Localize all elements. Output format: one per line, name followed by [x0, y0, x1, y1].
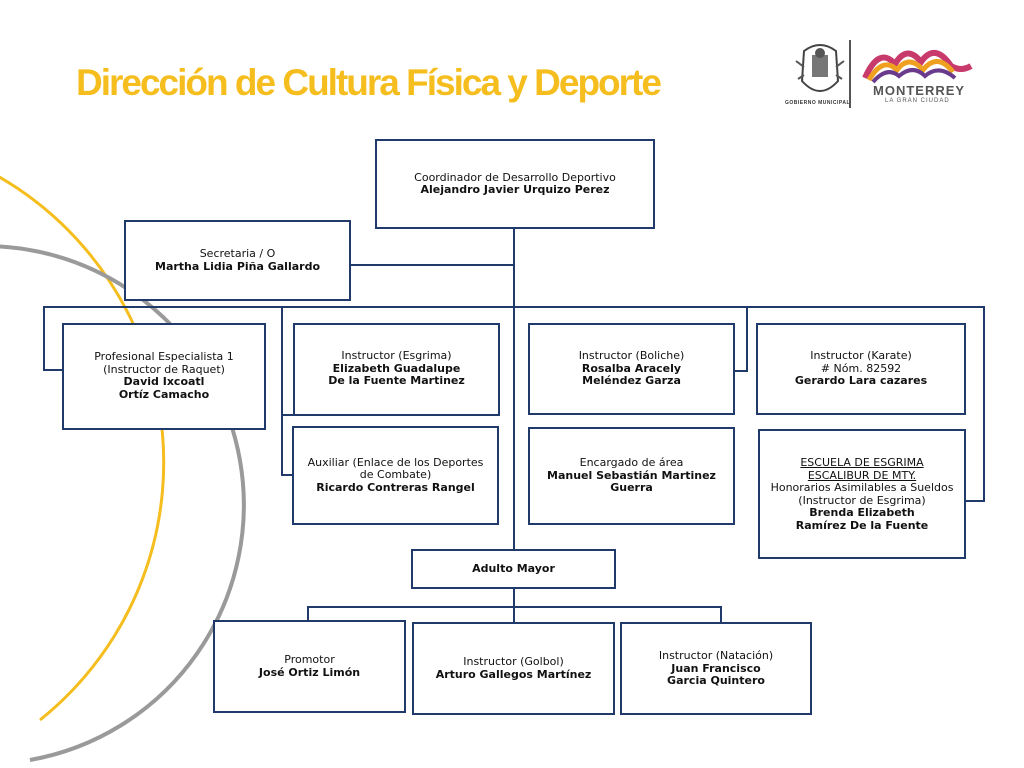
natacion-name-2: Garcia Quintero	[667, 674, 765, 687]
right-drop	[983, 306, 985, 502]
coordinador-box: Coordinador de Desarrollo Deportivo Alej…	[375, 139, 655, 229]
escuela-line-3: Honorarios Asimilables a Sueldos	[770, 481, 954, 494]
col4-stub	[735, 370, 748, 372]
secretaria-box: Secretaria / O Martha Lidia Piña Gallard…	[124, 220, 351, 301]
col2-stub-top	[281, 414, 293, 416]
escuela-box: ESCUELA DE ESGRIMA ESCALIBUR DE MTY. Hon…	[758, 429, 966, 559]
boliche-name-1: Rosalba Aracely	[581, 361, 682, 375]
gray-arc	[0, 244, 246, 762]
escuela-name-2: Ramírez De la Fuente	[795, 518, 929, 532]
adulto-down	[513, 588, 515, 608]
encargado-name: Manuel Sebastián Martinez Guerra	[547, 468, 716, 495]
raquet-role-2: (Instructor de Raquet)	[103, 362, 225, 376]
col4-drop	[746, 306, 748, 372]
city-name: MONTERREY	[873, 83, 966, 98]
auxiliar-name: Ricardo Contreras Rangel	[316, 480, 475, 494]
secretaria-role: Secretaria / O	[199, 247, 276, 260]
esgrima-name-2: De la Fuente Martinez	[328, 374, 465, 387]
esgrima-box: Instructor (Esgrima) Elizabeth Guadalupe…	[293, 323, 500, 416]
raquet-role-1: Profesional Especialista 1	[94, 350, 234, 363]
natacion-box: Instructor (Natación) Juan Francisco Gar…	[620, 622, 812, 715]
natacion-role: Instructor (Natación)	[658, 649, 774, 662]
right-stub	[966, 500, 985, 502]
encargado-box: Encargado de área Manuel Sebastián Marti…	[528, 427, 735, 525]
coat-of-arms-icon	[795, 44, 845, 92]
coordinador-name: Alejandro Javier Urquizo Perez	[420, 183, 610, 196]
secretaria-link	[351, 264, 514, 266]
esgrima-name-1: Elizabeth Guadalupe	[332, 361, 461, 375]
escuela-line-4: (Instructor de Esgrima)	[798, 493, 926, 507]
promotor-name: José Ortiz Limón	[258, 665, 361, 679]
esgrima-role: Instructor (Esgrima)	[341, 349, 452, 362]
gobierno-label: GOBIERNO MUNICIPAL	[785, 100, 851, 106]
natacion-name-1: Juan Francisco	[671, 661, 761, 675]
karate-role: Instructor (Karate)	[810, 349, 912, 362]
escuela-line-1: ESCUELA DE ESGRIMA	[800, 456, 924, 469]
city-tagline: LA GRAN CIUDAD	[885, 98, 950, 104]
monterrey-logo-icon	[862, 50, 973, 84]
boliche-role: Instructor (Boliche)	[578, 349, 685, 362]
adulto-mayor-box: Adulto Mayor	[411, 549, 616, 589]
promotor-box: Promotor José Ortiz Limón	[213, 620, 406, 713]
escuela-line-2: ESCALIBUR DE MTY.	[807, 468, 917, 482]
karate-box: Instructor (Karate) # Nóm. 82592 Gerardo…	[756, 323, 966, 415]
boliche-box: Instructor (Boliche) Rosalba Aracely Mel…	[528, 323, 735, 415]
col2-stub-bottom	[281, 474, 293, 476]
page-title: Dirección de Cultura Física y Deporte	[76, 62, 662, 103]
karate-name-1: # Nóm. 82592	[820, 361, 902, 375]
raquet-name-1: David Ixcoatl	[123, 375, 205, 388]
adulto-mayor-label: Adulto Mayor	[472, 561, 555, 575]
golbol-box: Instructor (Golbol) Arturo Gallegos Mart…	[412, 622, 615, 715]
auxiliar-box: Auxiliar (Enlace de los Deportes de Comb…	[292, 426, 499, 525]
bottom-drop-left	[307, 606, 309, 620]
auxiliar-role-2: de Combate)	[359, 468, 432, 482]
logo-area: GOBIERNO MUNICIPAL MONTERREY LA GRAN CIU…	[785, 38, 985, 113]
encargado-role: Encargado de área	[579, 456, 684, 470]
escuela-name-1: Brenda Elizabeth	[809, 506, 915, 519]
golbol-name: Arturo Gallegos Martínez	[435, 667, 592, 681]
secretaria-name: Martha Lidia Piña Gallardo	[155, 259, 320, 273]
golbol-role: Instructor (Golbol)	[463, 655, 564, 668]
coordinador-role: Coordinador de Desarrollo Deportivo	[414, 170, 616, 184]
raquet-name-2: Ortíz Camacho	[118, 387, 210, 401]
top-horizontal-line	[43, 306, 985, 308]
bottom-drop-right	[720, 606, 722, 622]
bottom-drop-mid	[513, 606, 515, 622]
logo-divider	[849, 40, 851, 108]
col2-drop	[281, 306, 283, 476]
main-vertical-line	[513, 229, 515, 550]
auxiliar-role-1: Auxiliar (Enlace de los Deportes	[307, 455, 484, 469]
left-drop	[43, 306, 45, 370]
boliche-name-2: Meléndez Garza	[582, 374, 681, 387]
raquet-box: Profesional Especialista 1 (Instructor d…	[62, 323, 266, 430]
promotor-role: Promotor	[284, 653, 335, 666]
left-stub	[43, 369, 63, 371]
karate-name-2: Gerardo Lara cazares	[794, 374, 928, 387]
